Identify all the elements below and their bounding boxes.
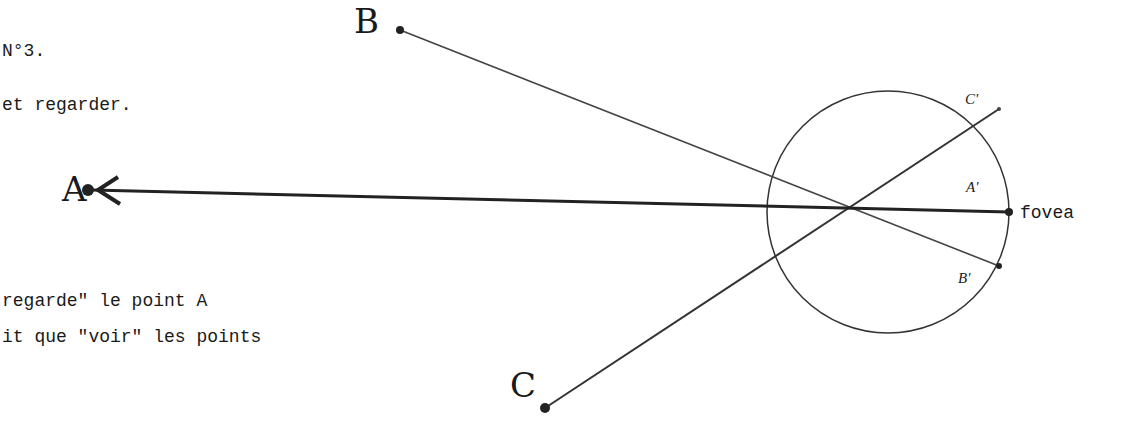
heading-number: N°3. xyxy=(2,42,45,60)
point-b xyxy=(396,26,404,34)
instruction-text: et regarder. xyxy=(2,96,132,114)
image-label: A' xyxy=(966,180,978,195)
arrow-head xyxy=(98,177,120,204)
fovea-label: fovea xyxy=(1020,204,1074,222)
point-b-prime xyxy=(996,263,1002,269)
body-text: it que "voir" les points xyxy=(2,328,261,346)
image-label: C' xyxy=(965,92,978,107)
ray-b xyxy=(400,30,999,266)
ray-c xyxy=(545,109,999,408)
point-label: C xyxy=(510,368,536,402)
fovea-dot xyxy=(1005,208,1013,216)
ray-a xyxy=(92,190,1009,212)
point-label: B xyxy=(354,4,379,38)
point-c-prime xyxy=(997,107,1001,111)
body-text: regarde" le point A xyxy=(2,292,207,310)
point-c xyxy=(540,403,550,413)
point-label: A xyxy=(62,172,87,206)
image-label: B' xyxy=(958,271,970,286)
